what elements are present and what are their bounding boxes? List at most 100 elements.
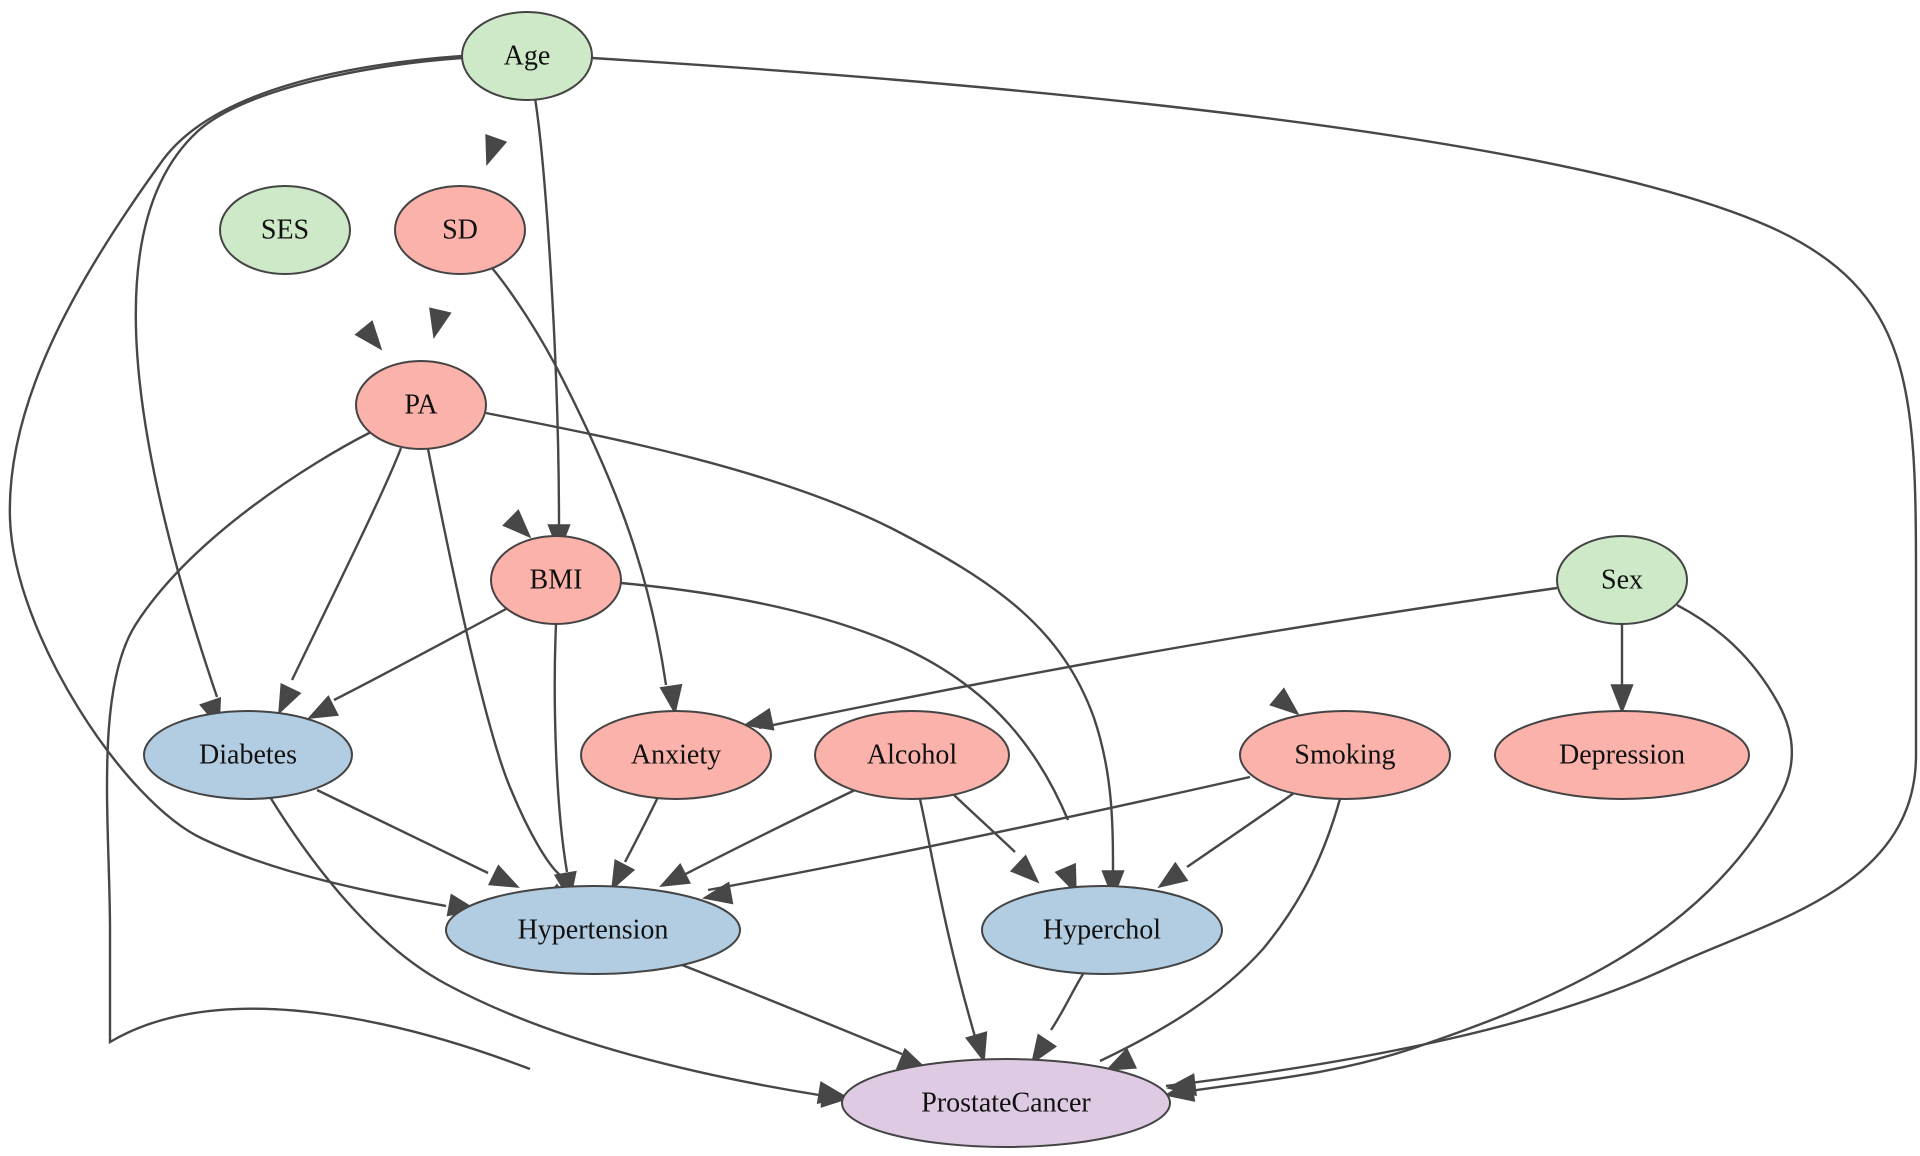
arrowhead xyxy=(307,695,339,719)
node-shape xyxy=(1494,710,1750,800)
node-shape xyxy=(445,885,741,975)
arrowhead xyxy=(1030,1033,1058,1065)
edge-sex-to-depression xyxy=(1610,624,1634,715)
edge-line xyxy=(134,56,463,698)
node-label: ProstateCancer xyxy=(921,1088,1091,1119)
arrowhead xyxy=(429,307,452,340)
node-label: BMI xyxy=(530,565,583,596)
edge-line xyxy=(673,788,856,882)
node-label: Alcohol xyxy=(867,740,957,771)
edge-pa-to-bmi xyxy=(502,509,532,539)
edge-bmi-to-diabetes xyxy=(307,607,507,719)
arrowhead xyxy=(611,859,636,891)
node-bmi: BMI xyxy=(490,535,622,625)
edge-line xyxy=(533,97,561,527)
edge-bmi-to-hyperchol xyxy=(620,581,1077,895)
edge-line xyxy=(8,54,463,908)
node-shape xyxy=(1556,535,1688,625)
node-hypertension: Hypertension xyxy=(445,885,741,975)
edge-line xyxy=(953,794,1016,853)
edge-age-to-smoking xyxy=(1269,687,1300,716)
node-smoking: Smoking xyxy=(1239,710,1451,800)
node-shape xyxy=(814,710,1010,800)
node-label: PA xyxy=(404,390,438,421)
node-alcohol: Alcohol xyxy=(814,710,1010,800)
node-shape xyxy=(1239,710,1451,800)
arrowhead xyxy=(816,1081,849,1105)
edge-smoking-to-hyperchol xyxy=(1157,792,1295,889)
edge-anxiety-to-hypertension xyxy=(611,796,660,891)
node-diabetes: Diabetes xyxy=(143,710,353,800)
arrowhead xyxy=(1610,684,1634,715)
node-label: Age xyxy=(504,41,551,72)
node-label: SES xyxy=(261,215,309,246)
arrowhead xyxy=(1054,862,1077,895)
edge-sex-to-anxiety xyxy=(742,586,1558,731)
arrowhead xyxy=(502,509,532,539)
edge-line xyxy=(105,430,531,1071)
edge-smoking-to-hypertension xyxy=(701,775,1251,905)
node-shape xyxy=(490,535,622,625)
edge-age-to-sd xyxy=(485,133,508,166)
edge-line xyxy=(491,267,668,686)
edge-smoking-to-prostatecancer xyxy=(1099,798,1342,1071)
edge-bmi-to-hypertension xyxy=(553,623,577,903)
edge-hyperchol-to-prostatecancer xyxy=(1030,973,1085,1065)
edge-line xyxy=(1099,798,1342,1063)
edge-line xyxy=(707,775,1251,892)
node-label: Hypertension xyxy=(518,915,669,946)
edge-alcohol-to-hyperchol xyxy=(953,794,1040,884)
edge-line xyxy=(758,586,1558,730)
edge-sex-to-prostatecancer xyxy=(1163,603,1794,1102)
edge-hypertension-to-prostatecancer xyxy=(681,963,928,1070)
node-pa: PA xyxy=(355,360,487,450)
node-shape xyxy=(355,360,487,450)
node-label: Smoking xyxy=(1294,740,1395,771)
node-sex: Sex xyxy=(1556,535,1688,625)
arrowhead xyxy=(354,320,383,351)
edge-line xyxy=(485,411,1115,874)
arrowhead xyxy=(659,862,691,887)
node-shape xyxy=(394,185,526,275)
edge-line xyxy=(1050,973,1085,1031)
arrowhead xyxy=(485,133,508,166)
edge-line xyxy=(623,796,660,863)
arrowhead xyxy=(742,707,775,731)
edge-sd-to-anxiety xyxy=(491,267,683,716)
edge-pa-to-hypertension xyxy=(426,448,573,912)
node-label: Diabetes xyxy=(199,740,297,771)
edge-line xyxy=(620,581,1070,821)
edge-age-to-bmi xyxy=(533,97,571,555)
node-label: Anxiety xyxy=(631,740,721,771)
edge-diabetes-to-hypertension xyxy=(316,788,520,888)
node-shape xyxy=(841,1058,1171,1148)
node-sd: SD xyxy=(394,185,526,275)
node-shape xyxy=(580,710,772,800)
node-anxiety: Anxiety xyxy=(580,710,772,800)
edge-line xyxy=(268,796,820,1097)
arrowhead xyxy=(1269,687,1300,716)
node-label: SD xyxy=(442,215,478,246)
edge-sd-to-pa xyxy=(429,307,452,340)
arrowhead xyxy=(278,682,302,715)
node-ses: SES xyxy=(219,185,351,275)
edge-line xyxy=(316,788,489,875)
node-shape xyxy=(219,185,351,275)
edge-line xyxy=(333,607,507,702)
edge-pa-to-diabetes xyxy=(278,447,403,715)
arrowhead xyxy=(965,1031,988,1063)
node-label: Depression xyxy=(1559,740,1685,771)
node-shape xyxy=(461,11,593,101)
edge-alcohol-to-prostatecancer xyxy=(918,798,988,1063)
edge-line xyxy=(1164,603,1794,1097)
arrowhead xyxy=(1105,1047,1138,1071)
node-label: Hyperchol xyxy=(1043,915,1161,946)
arrowhead xyxy=(487,864,520,888)
arrowhead xyxy=(1009,854,1040,884)
node-label: Sex xyxy=(1601,565,1643,596)
edge-alcohol-to-hypertension xyxy=(659,788,856,887)
edge-pa-to-hyperchol xyxy=(485,411,1125,901)
node-depression: Depression xyxy=(1494,710,1750,800)
arrowhead xyxy=(701,881,734,905)
